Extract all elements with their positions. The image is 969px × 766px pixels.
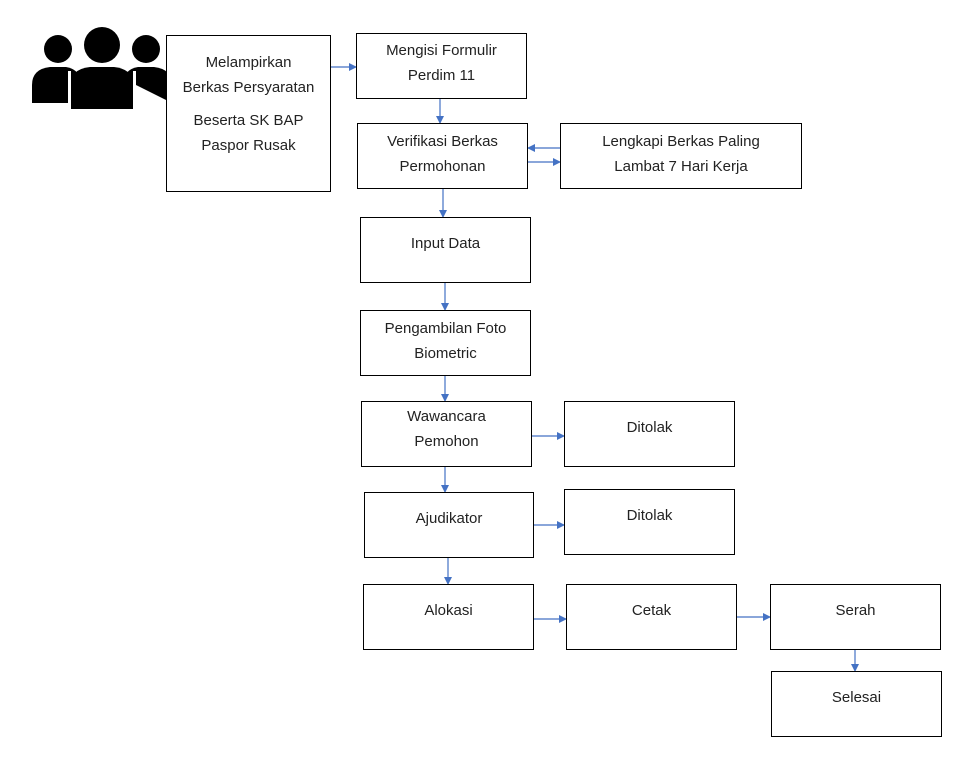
node-verifikasi-berkas: Verifikasi Berkas Permohonan [357,123,528,189]
node-pengambilan-foto: Pengambilan Foto Biometric [360,310,531,376]
node-lengkapi-label: Lengkapi Berkas Paling Lambat 7 Hari Ker… [602,133,760,175]
node-alokasi: Alokasi [363,584,534,650]
node-wawancara-pemohon: Wawancara Pemohon [361,401,532,467]
node-berkas-line1: Melampirkan Berkas Persyaratan [182,54,315,96]
node-selesai: Selesai [771,671,942,737]
node-ditolak-1-label: Ditolak [626,419,673,436]
node-berkas-persyaratan: Melampirkan Berkas Persyaratan Beserta S… [166,35,331,192]
node-ditolak-2: Ditolak [564,489,735,555]
node-input-data: Input Data [360,217,531,283]
node-lengkapi-berkas: Lengkapi Berkas Paling Lambat 7 Hari Ker… [560,123,802,189]
node-wawancara-label: Wawancara Pemohon [407,408,486,450]
people-group-icon [32,27,172,109]
node-ajudikator: Ajudikator [364,492,534,558]
node-ditolak-2-label: Ditolak [626,507,673,524]
node-input-data-label: Input Data [410,235,481,252]
node-selesai-label: Selesai [831,689,882,706]
node-ajudikator-label: Ajudikator [415,510,483,527]
node-foto-label: Pengambilan Foto Biometric [384,320,507,362]
node-serah-label: Serah [835,602,876,619]
node-cetak-label: Cetak [631,602,672,619]
node-mengisi-formulir: Mengisi Formulir Perdim 11 [356,33,527,99]
node-formulir-label: Mengisi Formulir Perdim 11 [386,42,497,84]
node-serah: Serah [770,584,941,650]
node-berkas-line2: Beserta SK BAP Paspor Rusak [193,112,304,154]
node-ditolak-1: Ditolak [564,401,735,467]
node-cetak: Cetak [566,584,737,650]
node-verifikasi-label: Verifikasi Berkas Permohonan [387,133,498,175]
node-alokasi-label: Alokasi [424,602,473,619]
